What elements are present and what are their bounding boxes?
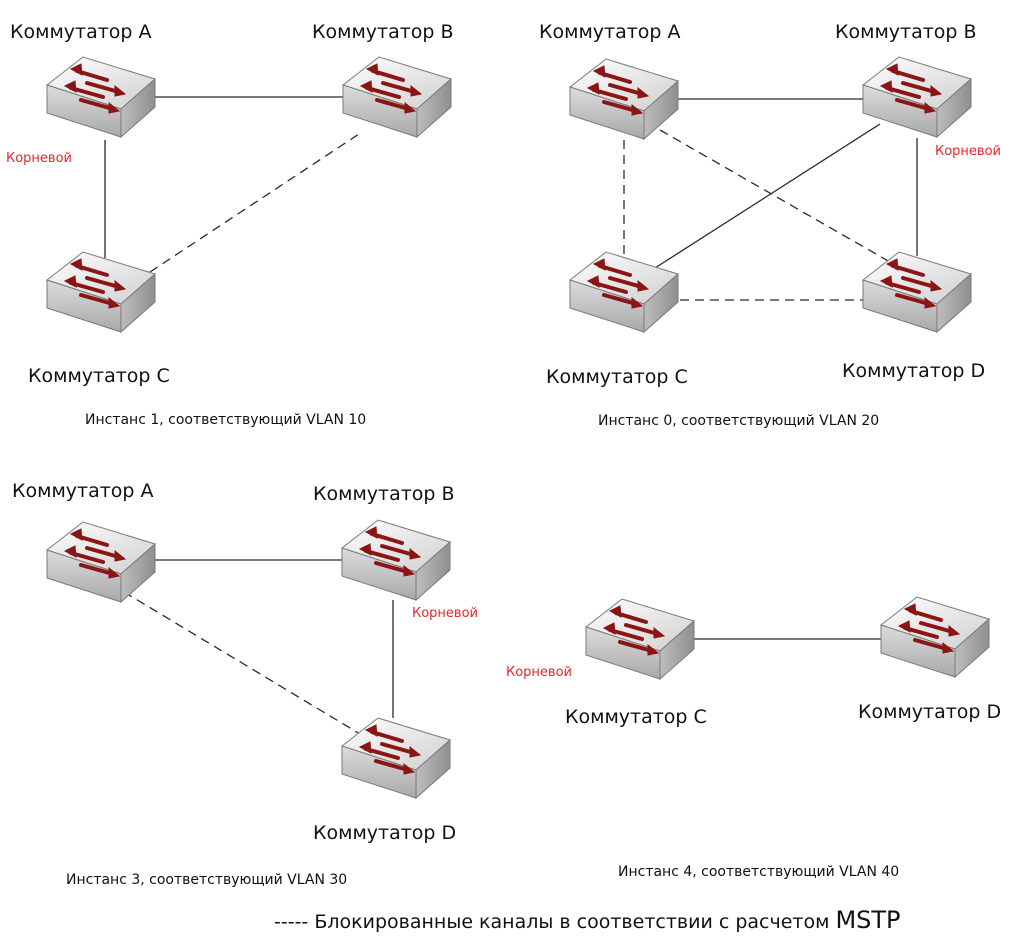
switch-b-label: Коммутатор B (835, 21, 977, 43)
switch-d-icon (879, 595, 991, 679)
switch-d-icon (861, 250, 973, 334)
switch-c-icon (584, 597, 696, 681)
switch-d-icon (340, 716, 452, 800)
switch-a-label: Коммутатор A (10, 21, 152, 43)
root-label: Корневой (935, 144, 1001, 159)
diagram-caption: Инстанс 1, соответствующий VLAN 10 (85, 412, 366, 428)
legend-text: Блокированные каналы в соответствии с ра… (314, 911, 829, 933)
legend: ----- Блокированные каналы в соответстви… (274, 906, 901, 934)
switch-c-icon (45, 250, 157, 334)
switch-a-label: Коммутатор A (12, 480, 154, 502)
switch-c-label: Коммутатор C (546, 366, 688, 388)
legend-protocol: MSTP (835, 906, 900, 934)
switch-d-label: Коммутатор D (313, 822, 456, 844)
root-label: Корневой (6, 151, 72, 166)
root-label: Корневой (412, 606, 478, 621)
link-b-c (654, 123, 881, 269)
link-b-c-blocked (149, 131, 363, 273)
switch-b-icon (341, 55, 453, 139)
root-label: Корневой (506, 665, 572, 680)
switch-c-label: Коммутатор C (28, 365, 170, 387)
diagram-caption: Инстанс 0, соответствующий VLAN 20 (598, 413, 879, 429)
switch-c-label: Коммутатор C (565, 706, 707, 728)
switch-b-label: Коммутатор B (312, 21, 454, 43)
diagram-caption: Инстанс 3, соответствующий VLAN 30 (66, 872, 347, 888)
diagram-instance-1: Коммутатор A Коммутатор B Коммутатор C К… (6, 21, 454, 428)
legend-dashes: ----- (274, 911, 308, 933)
diagram-instance-0: Коммутатор A Коммутатор B Коммутатор C К… (539, 21, 1001, 429)
diagram-instance-3: Коммутатор A Коммутатор B Коммутатор D К… (12, 480, 478, 888)
switch-a-icon (45, 520, 157, 604)
switch-d-label: Коммутатор D (842, 360, 985, 382)
switch-d-label: Коммутатор D (858, 701, 1001, 723)
switch-a-icon (568, 57, 680, 141)
diagram-instance-4: Коммутатор C Коммутатор D Корневой Инста… (506, 595, 1001, 880)
link-a-d-blocked (123, 591, 361, 735)
switch-b-icon (340, 518, 452, 602)
switch-b-label: Коммутатор B (313, 483, 455, 505)
diagram-caption: Инстанс 4, соответствующий VLAN 40 (618, 864, 899, 880)
switch-a-icon (45, 55, 157, 139)
switch-a-label: Коммутатор A (539, 21, 681, 43)
